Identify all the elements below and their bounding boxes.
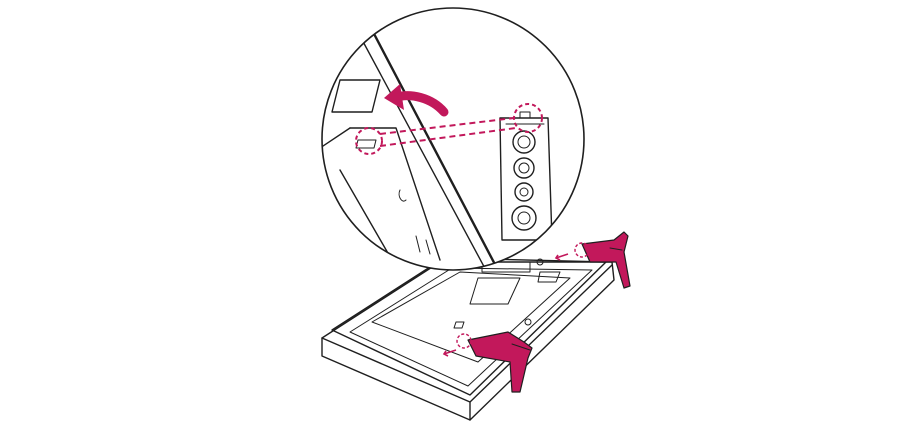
dashed-callout-lower — [456, 333, 472, 349]
port-3 — [514, 182, 534, 202]
port-2 — [513, 157, 535, 179]
stand-leg-right-detail — [609, 247, 623, 251]
connector-tab — [519, 111, 531, 119]
base-screw — [398, 189, 407, 202]
base-piece-left — [322, 127, 351, 149]
back-block-middle — [469, 277, 521, 305]
insert-arrow-lower-head — [442, 350, 449, 357]
stand-leg-left-detail — [511, 343, 531, 351]
tv-panel — [321, 257, 615, 421]
insert-arrow-upper-head — [554, 254, 561, 261]
neck-edge-inner — [359, 35, 489, 270]
stand-leg-right — [581, 231, 631, 289]
dashed-guide-line-top — [379, 117, 515, 135]
neck-edge-outer — [370, 28, 502, 270]
back-block-top — [481, 261, 531, 273]
dashed-callout-left — [355, 127, 383, 155]
port-1 — [512, 130, 536, 154]
port-2-inner — [518, 162, 530, 174]
insert-arrow-upper — [555, 253, 569, 259]
back-port-upper — [537, 271, 561, 283]
neck-slot — [331, 79, 381, 113]
port-4 — [511, 205, 537, 231]
tv-back-recess — [371, 271, 571, 363]
base-arrow-marks — [415, 235, 431, 255]
curved-arrow-head — [384, 84, 404, 110]
magnifier-circle — [321, 7, 585, 271]
dashed-guide-line-bottom — [379, 127, 517, 147]
screw-hole-upper — [536, 258, 544, 266]
port-3-inner — [519, 187, 529, 197]
zoom-detail — [322, 8, 584, 270]
port-4-inner — [517, 211, 531, 225]
port-1-inner — [517, 135, 531, 149]
stand-leg-left — [467, 331, 533, 393]
insert-arrow-lower — [443, 349, 457, 355]
back-port — [453, 321, 465, 329]
dashed-callout-upper — [574, 242, 590, 258]
packaging-edge-right — [469, 264, 613, 403]
tv-back-inner — [349, 267, 593, 387]
stand-legs — [442, 231, 631, 393]
zoom-background — [322, 8, 584, 270]
tv-back-frame — [331, 257, 607, 396]
screw-hole — [524, 318, 532, 326]
